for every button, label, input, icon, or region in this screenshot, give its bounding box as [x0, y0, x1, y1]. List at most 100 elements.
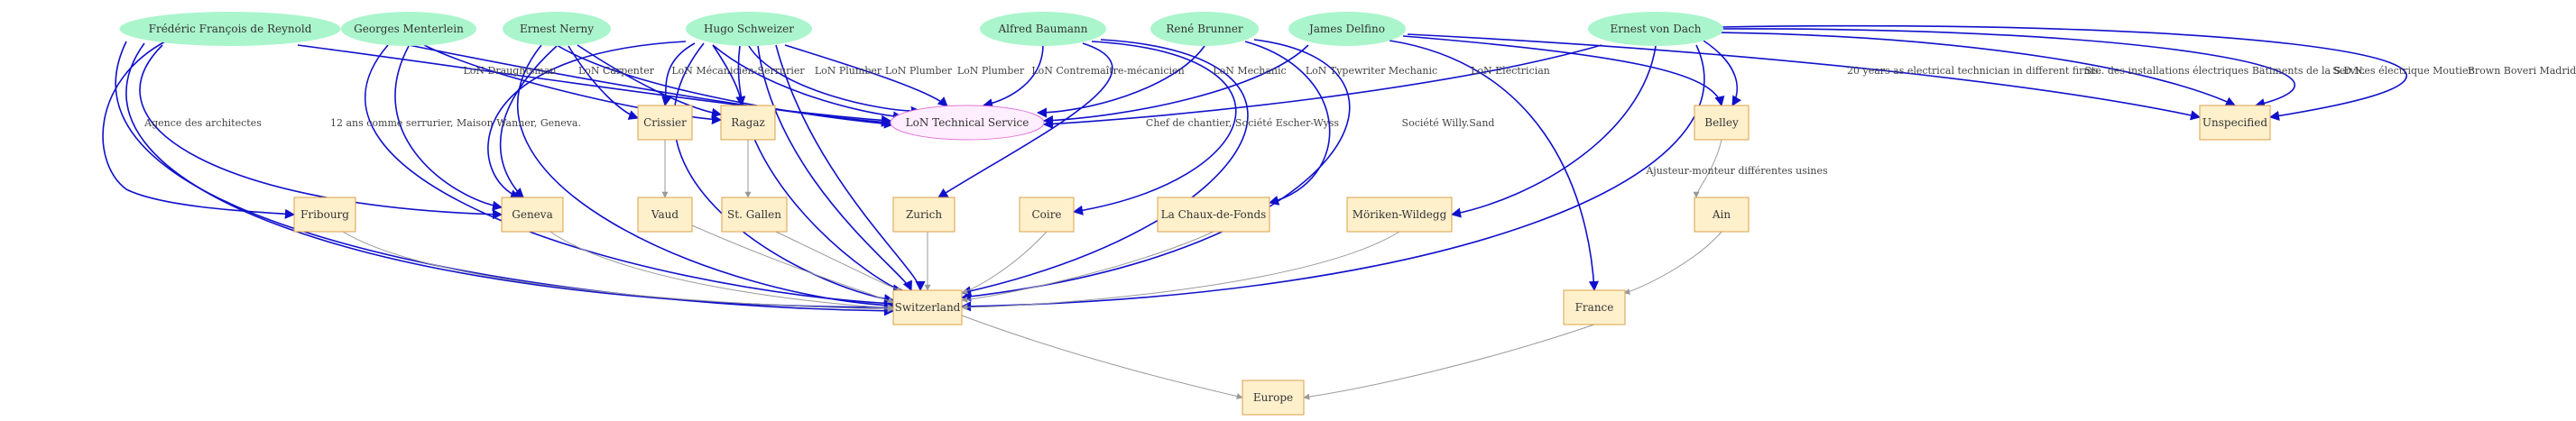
person-node-menterlein: Georges Menterlein — [341, 12, 476, 46]
edge-p_baumann-to-o_lon — [982, 45, 1044, 109]
place-shape — [892, 289, 963, 325]
place-label: Zurich — [906, 208, 942, 221]
place-node-coire: Coire — [1019, 197, 1075, 233]
place-node-chauxdefonds: La Chaux-de-Fonds — [1157, 197, 1270, 233]
edge-c_ain-to-c_france — [1623, 231, 1722, 295]
place-node-switzerland: Switzerland — [892, 289, 963, 325]
edge-p_dach-to-c_switzerland — [960, 44, 1705, 312]
place-shape — [2199, 105, 2271, 141]
edge-label-wanner: 12 ans comme serrurier, Maison Wanner, G… — [330, 117, 581, 129]
edge-label-escherwyss: Chef de chantier, Société Escher-Wyss — [1146, 117, 1340, 129]
place-node-ragaz: Ragaz — [720, 105, 776, 141]
person-shape — [1288, 12, 1406, 46]
place-shape — [720, 105, 776, 141]
edge-c_france-to-c_europe — [1303, 324, 1595, 400]
organization-label: LoN Technical Service — [906, 116, 1029, 129]
person-label: James Delfino — [1307, 23, 1385, 35]
edge-c_belley-to-c_ain — [1693, 139, 1722, 198]
place-node-geneva: Geneva — [501, 197, 564, 233]
edge-p_baumann-to-c_switzerland — [960, 39, 1249, 297]
edge-p_schweizer-to-c_ragaz — [712, 44, 746, 107]
place-node-france: France — [1563, 289, 1626, 325]
place-shape — [293, 197, 356, 233]
edge-p_dach-to-c_belley — [1695, 35, 1741, 106]
place-label: Belley — [1704, 116, 1739, 129]
person-node-reynold: Frédéric François de Reynold — [119, 12, 341, 46]
edge-label-20years: 20 years as electrical technician in dif… — [1847, 65, 2101, 77]
place-node-moriken: Möriken-Wildegg — [1346, 197, 1453, 233]
edge-p_dach-to-c_moriken — [1450, 45, 1657, 218]
edge-label-plumber3: LoN Plumber — [957, 65, 1025, 77]
place-shape — [501, 197, 564, 233]
edge-label-ajusteur: Ajusteur-monteur différentes usines — [1645, 165, 1828, 177]
edge-label-draughtsman: LoN Draughtsman — [463, 65, 556, 77]
person-label: Ernest von Dach — [1611, 23, 1702, 35]
place-node-zurich: Zurich — [892, 197, 956, 233]
organization-node-lon: LoN Technical Service — [890, 105, 1045, 141]
edge-label-typewriter: LoN Typewriter Mechanic — [1306, 65, 1437, 77]
edge-label-plumber1: LoN Plumber — [815, 65, 882, 77]
edge-p_nerny-to-o_lon — [556, 44, 895, 129]
edge-p_delfino-to-c_france — [1389, 40, 1600, 292]
person-node-dach: Ernest von Dach — [1588, 12, 1723, 46]
person-shape — [119, 12, 341, 46]
place-label: Ain — [1712, 208, 1731, 221]
edge-p_baumann-to-c_zurich — [937, 42, 1113, 198]
edge-p_schweizer-to-c_switzerland — [737, 45, 904, 295]
organization-shape — [890, 105, 1045, 141]
place-shape — [1242, 380, 1305, 416]
place-shape — [1157, 197, 1270, 233]
edge-c_vaud-to-c_switzerland — [691, 224, 894, 304]
place-label: La Chaux-de-Fonds — [1161, 208, 1267, 221]
place-shape — [721, 197, 788, 233]
edge-c_switzerland-to-c_europe — [961, 315, 1243, 399]
place-node-vaud: Vaud — [637, 197, 693, 233]
edge-label-willysand: Société Willy.Sand — [1402, 117, 1495, 129]
edge-label-plumber2: LoN Plumber — [885, 65, 953, 77]
edge-p_menterlein-to-c_switzerland — [364, 44, 895, 308]
edge-p_nerny-to-c_ragaz — [577, 44, 723, 118]
edge-label-contremaitre: LoN Contremaître-mécanicien — [1031, 65, 1184, 77]
person-node-delfino: James Delfino — [1288, 12, 1406, 46]
edge-p_brunner-to-c_chauxdefonds — [1244, 41, 1331, 206]
edge-p_reynold-to-c_switzerland — [115, 41, 895, 316]
edge-p_baumann-to-c_coire — [1072, 41, 1237, 215]
place-label: St. Gallen — [727, 208, 781, 221]
place-label: Unspecified — [2202, 116, 2267, 129]
edge-label-brownboveri: Brown Boveri Madrid — [2468, 65, 2576, 77]
edge-p_delfino-to-o_lon — [1042, 44, 1309, 126]
edge-p_schweizer-to-c_switzerland — [775, 44, 926, 292]
place-label: Geneva — [512, 208, 552, 221]
place-label: Europe — [1253, 391, 1293, 404]
edge-p_schweizer-to-c_switzerland — [757, 45, 912, 292]
edge-p_nerny-to-c_switzerland — [516, 44, 895, 311]
person-label: Alfred Baumann — [998, 23, 1088, 35]
edge-p_schweizer-to-o_lon — [712, 44, 904, 122]
edge-p_menterlein-to-c_ragaz — [423, 44, 723, 125]
edge-p_reynold-to-c_geneva — [139, 44, 503, 220]
place-shape — [1694, 197, 1750, 233]
edge-p_menterlein-to-o_lon — [408, 44, 892, 127]
edge-c_chauxdefonds-to-c_switzerland — [961, 231, 1214, 303]
edge-c_coire-to-c_switzerland — [961, 231, 1048, 295]
edge-p_reynold-to-c_fribourg — [102, 40, 296, 219]
person-node-schweizer: Hugo Schweizer — [686, 12, 812, 46]
place-node-crissier: Crissier — [637, 105, 693, 141]
edge-p_schweizer-to-o_lon — [748, 45, 922, 117]
edge-p_dach-to-c_unspecified — [1713, 32, 2237, 106]
edge-label-agence: Agence des architectes — [143, 117, 262, 129]
place-node-stgallen: St. Gallen — [721, 197, 788, 233]
person-shape — [341, 12, 476, 46]
person-shape — [686, 12, 812, 46]
place-node-fribourg: Fribourg — [293, 197, 356, 233]
person-shape — [1588, 12, 1723, 46]
person-node-brunner: René Brunner — [1150, 12, 1259, 46]
place-node-unspecified: Unspecified — [2199, 105, 2271, 141]
place-label: Switzerland — [895, 301, 961, 314]
edge-c_geneva-to-c_switzerland — [549, 231, 894, 311]
edge-p_dach-to-c_unspecified — [1718, 28, 2296, 109]
place-shape — [892, 197, 956, 233]
place-shape — [1019, 197, 1075, 233]
place-label: France — [1575, 301, 1614, 314]
